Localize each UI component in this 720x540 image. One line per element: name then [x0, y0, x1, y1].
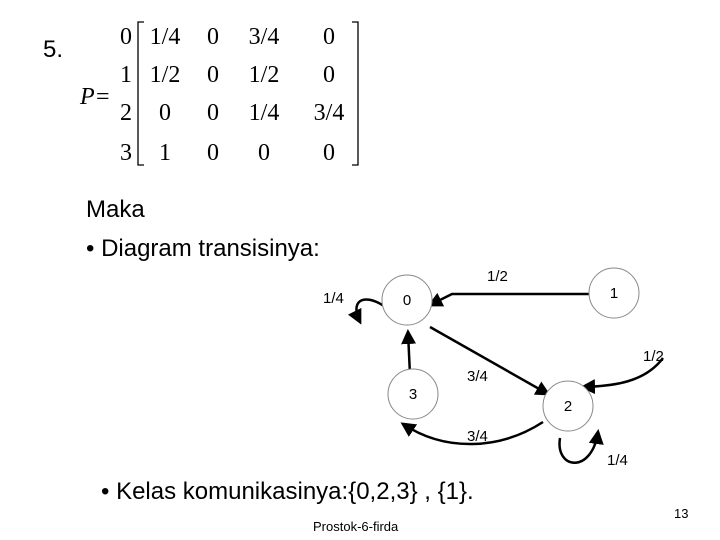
matrix-cell: 0 [159, 100, 171, 126]
matrix-cell: 1 [159, 140, 171, 166]
state-node [387, 368, 439, 420]
matrix-row-label: 0 [120, 24, 132, 50]
loop-0 [347, 298, 385, 325]
state-node [542, 380, 594, 432]
edge-label: 1/4 [607, 452, 628, 469]
matrix-cell: 0 [207, 24, 219, 50]
edge-1-to-0 [427, 292, 590, 307]
edge-1-to-2 [580, 357, 664, 395]
matrix-cell: 0 [207, 62, 219, 88]
edge-label: 1/2 [643, 348, 664, 365]
matrix-row-label: 2 [120, 100, 132, 126]
matrix-cell: 0 [323, 140, 335, 166]
edge-label: 1/2 [487, 268, 508, 285]
matrix-cell: 0 [323, 62, 335, 88]
edge-label: 1/4 [323, 290, 344, 307]
edge-3-to-0 [401, 329, 417, 376]
state-label: 2 [564, 398, 572, 415]
footer-text: Prostok-6-firda [313, 519, 399, 534]
maka-text: Maka [86, 196, 145, 223]
state-label: 1 [610, 285, 618, 302]
matrix-cell: 3/4 [249, 24, 280, 50]
state-label: 3 [409, 386, 417, 403]
matrix-cell: 3/4 [314, 100, 345, 126]
edge-label: 3/4 [467, 428, 488, 445]
state-node [588, 267, 640, 319]
state-node [381, 274, 433, 326]
matrix-cell: 1/4 [249, 100, 280, 126]
matrix-cell: 0 [258, 140, 270, 166]
item-number: 5. [43, 36, 64, 63]
matrix-cell: 1/4 [150, 24, 181, 50]
matrix-cell: 0 [207, 140, 219, 166]
matrix-row-label: 3 [120, 140, 132, 166]
edge-0-to-2 [429, 325, 551, 396]
matrix-right-bracket [352, 21, 359, 166]
edge-2-to-3 [400, 420, 544, 446]
communication-classes: • Kelas komunikasinya:{0,2,3} , {1}. [101, 478, 474, 505]
diagram-heading: • Diagram transisinya: [86, 235, 320, 262]
edge-label: 3/4 [467, 368, 488, 385]
state-label: 0 [403, 292, 411, 309]
matrix-cell: 0 [323, 24, 335, 50]
matrix-symbol: P [79, 84, 95, 110]
matrix-cell: 1/2 [150, 62, 181, 88]
matrix-equals: = [96, 84, 110, 110]
loop-2 [558, 429, 604, 464]
matrix-row-label: 1 [120, 62, 132, 88]
matrix-left-bracket [137, 21, 144, 166]
matrix-cell: 1/2 [249, 62, 280, 88]
page-number: 13 [674, 506, 689, 521]
matrix-cell: 0 [207, 100, 219, 126]
